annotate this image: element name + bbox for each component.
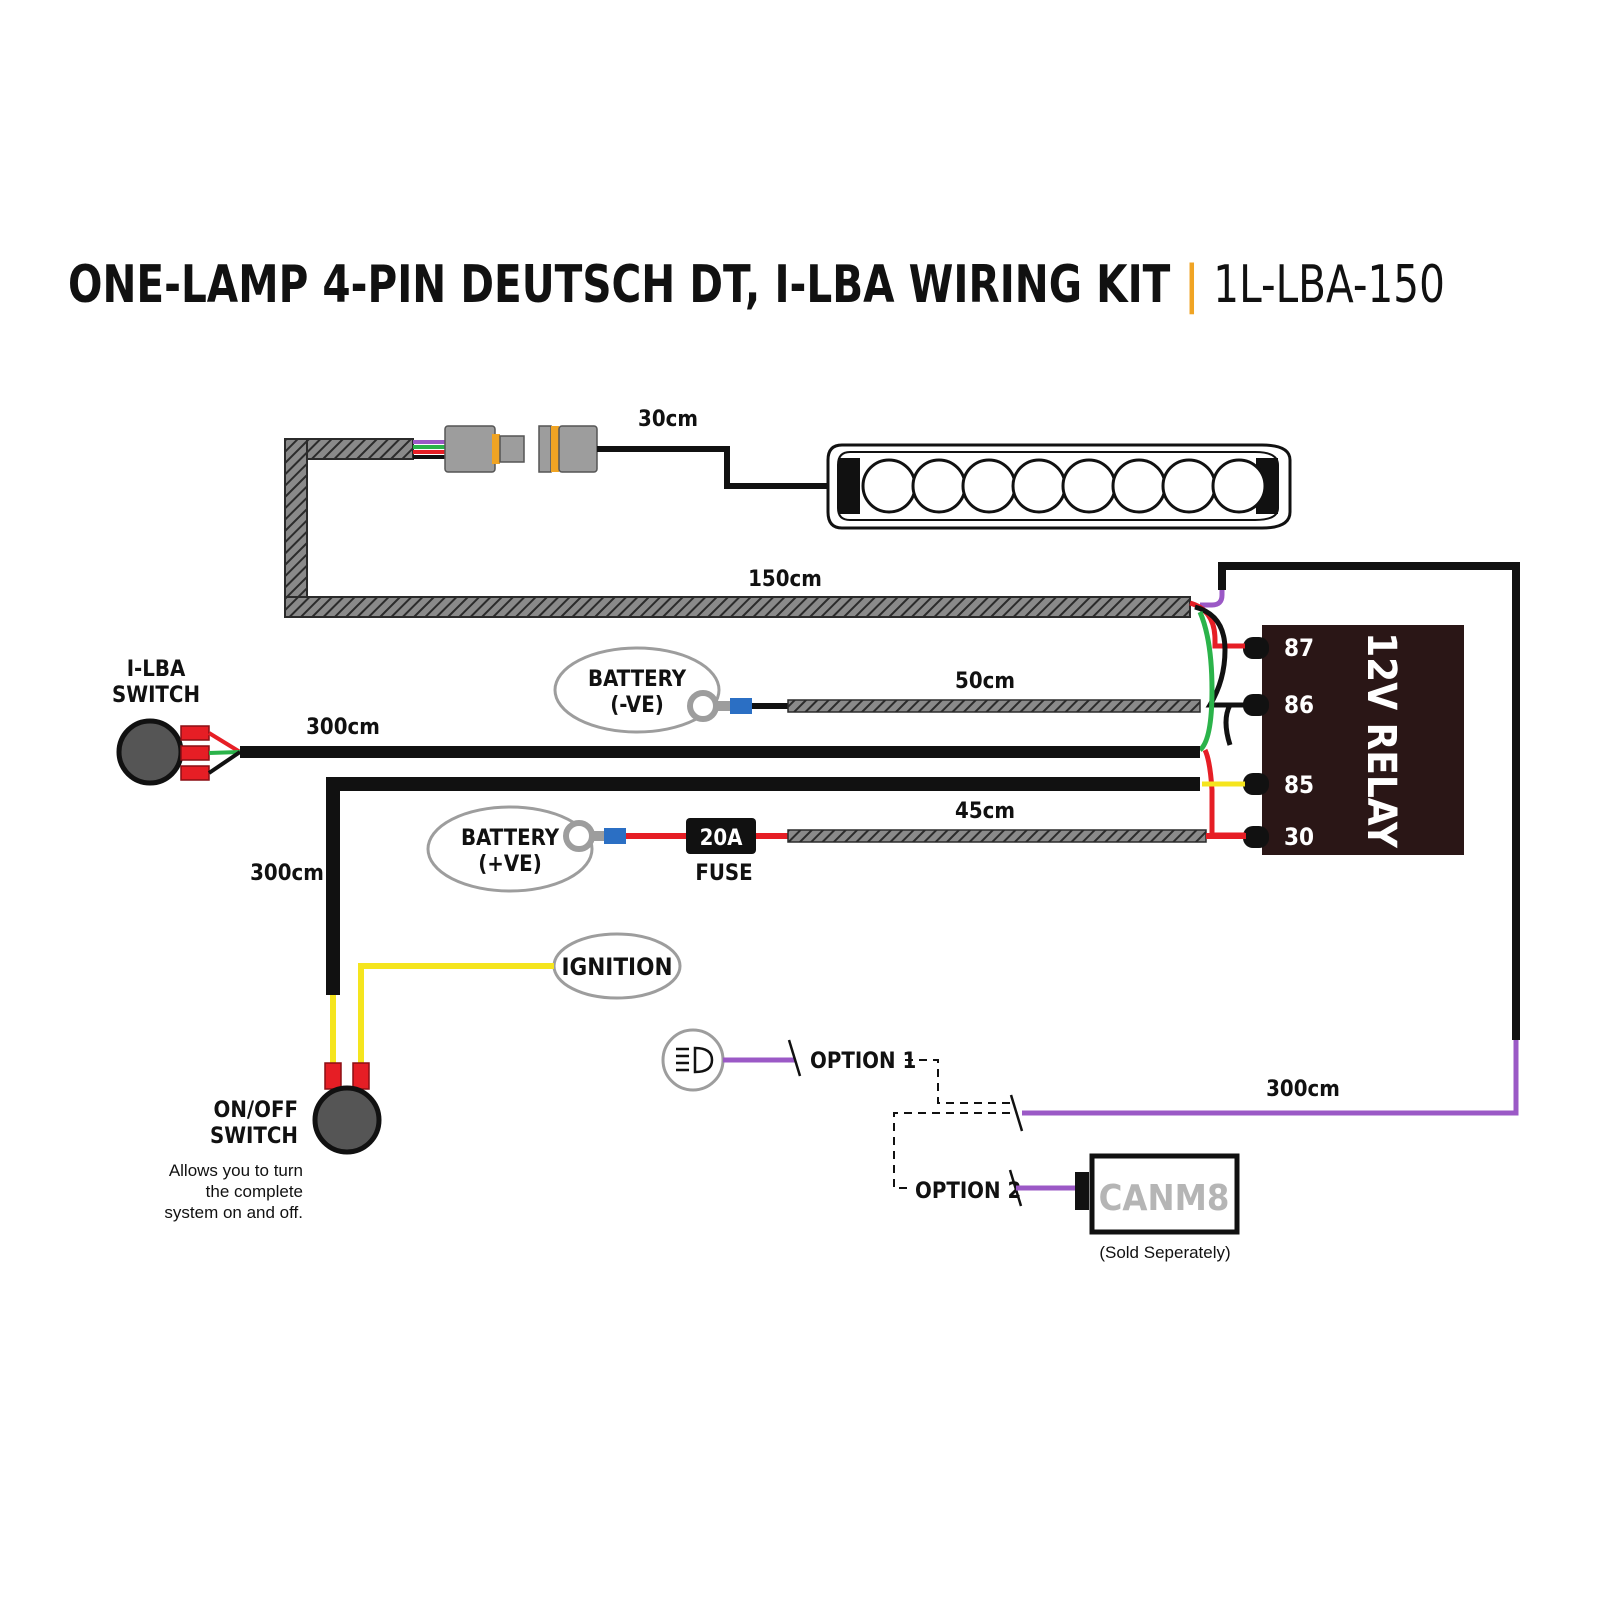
purple-lead-length: 300cm [1266,1077,1340,1102]
ignition-wire [358,963,554,1065]
title-main: ONE-LAMP 4-PIN DEUTSCH DT, I-LBA WIRING … [68,255,1171,315]
option-break-main [1009,1094,1024,1132]
onoff-switch: ON/OFF SWITCH Allows you to turn the com… [164,1062,382,1222]
fuse-label: FUSE [695,861,752,886]
battery-neg-length: 50cm [955,669,1015,694]
battery-pos-terminal: BATTERY (+VE) [426,805,1246,893]
ilba-switch: I-LBA SWITCH [112,657,242,786]
relay-pin-30: 30 [1284,823,1314,851]
deutsch-connector-female [444,425,525,473]
option2-label: OPTION 2 [915,1179,1021,1204]
purple-lead-wire [1022,1040,1519,1116]
battery-pos-length: 45cm [955,799,1015,824]
main-loom [284,438,1191,618]
led-light-bar [826,443,1292,530]
battery-neg-label-2: (-VE) [610,693,664,718]
main-loom-length: 150cm [748,567,822,592]
onoff-lead-length: 300cm [250,861,324,886]
relay-pin-85: 85 [1284,771,1314,799]
relay-pin-86: 86 [1284,691,1314,719]
page-title: ONE-LAMP 4-PIN DEUTSCH DT, I-LBA WIRING … [68,250,1445,320]
option1-label: OPTION 1 [810,1049,916,1074]
ilba-switch-length: 300cm [306,715,380,740]
relay-label: 12V RELAY [1358,632,1404,849]
relay-internal-wires [1189,565,1245,838]
relay-pins: 87 86 85 30 [1243,634,1314,851]
battery-neg-terminal: BATTERY (-VE) [553,646,1201,734]
onoff-desc-2: the complete [206,1182,303,1201]
canm8-label: CANM8 [1099,1178,1230,1219]
option-selector-dashed [893,1059,1010,1189]
ilba-switch-label-1: I-LBA [127,657,186,682]
onoff-desc-3: system on and off. [164,1203,303,1222]
ignition-terminal: IGNITION [552,932,682,1000]
relay-pin-87: 87 [1284,634,1314,662]
headlight-beam-icon [676,1046,714,1074]
onoff-switch-lead [326,777,1200,995]
battery-pos-label-2: (+VE) [478,852,542,877]
onoff-switch-label-2: SWITCH [210,1124,298,1149]
battery-pos-label-1: BATTERY [461,826,560,851]
title-separator: | [1184,255,1200,315]
battery-neg-label-1: BATTERY [588,667,687,692]
ignition-label: IGNITION [561,953,672,981]
onoff-switch-label-1: ON/OFF [214,1098,299,1123]
lamp-lead-wire [597,446,840,489]
relay: 12V RELAY [1262,625,1464,855]
canm8-note: (Sold Seperately) [1099,1243,1230,1262]
onoff-desc-1: Allows you to turn [169,1161,303,1180]
headlight-option: OPTION 1 [661,1028,916,1092]
product-code: 1L-LBA-150 [1213,255,1445,315]
canm8-option: OPTION 2 CANM8 (Sold Seperately) [915,1153,1240,1262]
fuse-rating: 20A [700,826,744,851]
deutsch-connector-male [538,425,598,473]
ilba-switch-label-2: SWITCH [112,683,200,708]
lamp-lead-length: 30cm [638,407,698,432]
relay-purple-lead-black [1218,562,1520,1040]
